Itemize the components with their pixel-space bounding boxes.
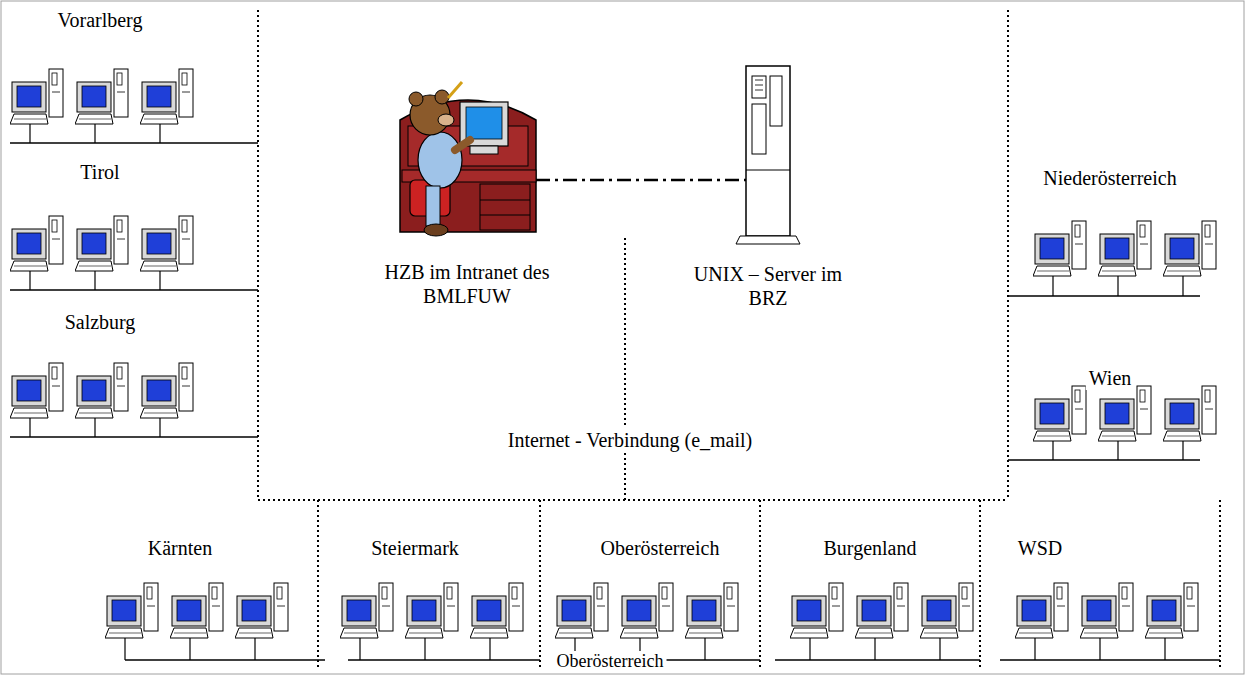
pc-icon — [105, 583, 158, 638]
server-node: UNIX – Server im BRZ — [746, 66, 790, 236]
network-line — [348, 659, 540, 661]
pc-icon — [405, 583, 458, 638]
network-drop — [1052, 441, 1053, 460]
region-label: Steiermark — [368, 536, 462, 560]
pc-icon — [340, 583, 393, 638]
pc-icon — [1098, 386, 1151, 441]
pc-icon — [140, 363, 193, 418]
network-drop — [159, 418, 160, 437]
network-line — [775, 659, 980, 661]
node-caption: HZB im Intranet des BMLFUW — [372, 260, 562, 308]
network-drop — [1034, 638, 1035, 660]
pc-icon — [790, 583, 843, 638]
pc-icon — [170, 583, 223, 638]
connector-line — [536, 179, 746, 182]
network-drop — [29, 418, 30, 437]
network-drop — [359, 638, 360, 660]
pc-icon — [685, 583, 738, 638]
pc-icon — [470, 583, 523, 638]
server-illustration — [736, 66, 800, 244]
network-drop — [809, 638, 810, 660]
node-caption: UNIX – Server im BRZ — [686, 262, 851, 310]
region-label: Niederösterreich — [1040, 166, 1179, 190]
pc-icon — [75, 216, 128, 271]
region-label: Tirol — [77, 160, 122, 184]
pc-icon — [1033, 386, 1086, 441]
network-line — [1008, 459, 1200, 461]
network-drop — [29, 271, 30, 290]
network-drop — [874, 638, 875, 660]
network-line — [10, 142, 258, 144]
network-line — [125, 659, 325, 661]
network-drop — [424, 638, 425, 660]
pc-icon — [10, 363, 63, 418]
pc-icon — [10, 69, 63, 124]
network-drop — [29, 124, 30, 143]
pc-icon — [1098, 221, 1151, 276]
pc-icon — [1080, 583, 1133, 638]
region-label: Oberösterreich — [598, 536, 723, 560]
hzb-illustration — [400, 82, 536, 236]
pc-icon — [1163, 386, 1216, 441]
network-drop — [489, 638, 490, 660]
region-label: Salzburg — [62, 310, 139, 334]
pc-icon — [1015, 583, 1068, 638]
network-line — [1008, 295, 1200, 297]
pc-icon — [10, 216, 63, 271]
network-drop — [704, 638, 705, 660]
pc-icon — [1033, 221, 1086, 276]
region-borders — [258, 10, 1220, 668]
pc-icon — [1163, 221, 1216, 276]
pc-icon — [920, 583, 973, 638]
network-line — [1000, 659, 1220, 661]
region-label: Internet - Verbindung (e_mail) — [505, 428, 756, 452]
pc-icon — [555, 583, 608, 638]
network-drop — [254, 638, 255, 660]
network-drop — [124, 638, 125, 660]
network-drop — [1182, 276, 1183, 296]
pc-icon — [75, 363, 128, 418]
pc-icon — [140, 216, 193, 271]
network-drop — [159, 124, 160, 143]
pc-icon — [140, 69, 193, 124]
region-label: Wien — [1086, 366, 1135, 390]
pc-icon — [855, 583, 908, 638]
pc-icon — [75, 69, 128, 124]
region-label: Oberösterreich — [554, 651, 667, 672]
workstation-node: HZB im Intranet des BMLFUW — [398, 78, 536, 234]
network-drop — [159, 271, 160, 290]
pc-icon — [235, 583, 288, 638]
network-drop — [1117, 441, 1118, 460]
network-drop — [1164, 638, 1165, 660]
region-label: WSD — [1015, 536, 1065, 560]
network-drop — [94, 271, 95, 290]
computer-groups — [10, 69, 1220, 660]
pc-icon — [620, 583, 673, 638]
dash-dot-connector — [536, 180, 746, 181]
network-drop — [1117, 276, 1118, 296]
network-line — [10, 289, 258, 291]
network-drop — [1099, 638, 1100, 660]
region-label: Burgenland — [821, 536, 920, 560]
pc-icon — [1145, 583, 1198, 638]
network-line — [10, 436, 258, 438]
network-drop — [1052, 276, 1053, 296]
network-drop — [94, 124, 95, 143]
region-label: Kärnten — [145, 536, 215, 560]
region-label: Vorarlberg — [55, 8, 146, 32]
network-drop — [189, 638, 190, 660]
network-drop — [94, 418, 95, 437]
network-drop — [939, 638, 940, 660]
network-drop — [1182, 441, 1183, 460]
